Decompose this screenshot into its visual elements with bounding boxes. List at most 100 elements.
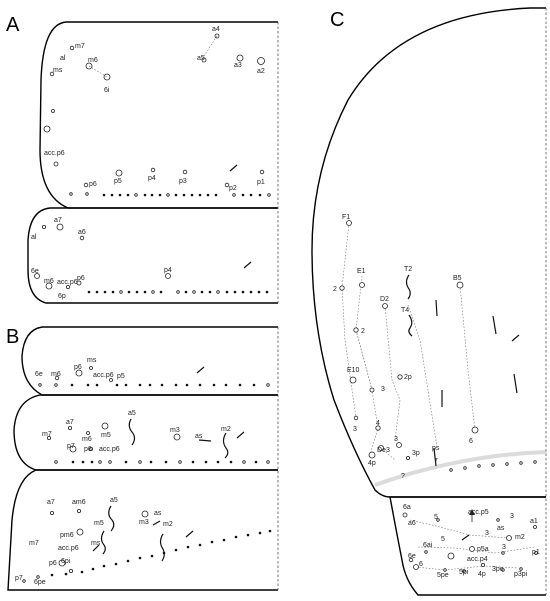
- seta: [480, 563, 485, 568]
- label: as: [195, 433, 203, 440]
- label: 3: [394, 436, 398, 443]
- sensillum: [128, 418, 136, 446]
- seta: [77, 508, 82, 513]
- seta: [43, 125, 51, 133]
- panel-c-letter: C: [330, 9, 344, 31]
- label: a5: [110, 497, 118, 504]
- label: p6: [74, 364, 82, 371]
- seta-row-c: [449, 460, 537, 472]
- seta: [86, 431, 90, 435]
- label: p1: [257, 179, 265, 186]
- seta: [54, 375, 60, 381]
- panel-b-letter: B: [6, 326, 19, 348]
- label: 6e: [35, 371, 43, 378]
- seta: [53, 161, 59, 167]
- label: T4: [401, 307, 409, 314]
- seta: [69, 445, 77, 453]
- label: 3: [381, 386, 385, 393]
- label: al: [60, 55, 66, 62]
- seta: [375, 425, 381, 431]
- label: De3: [377, 447, 390, 454]
- label: 6a: [403, 504, 411, 511]
- sensillum: [229, 164, 238, 172]
- label: p2: [229, 185, 237, 192]
- label: pm6: [60, 532, 74, 539]
- label: a6: [78, 229, 86, 236]
- seta: [79, 235, 85, 241]
- panel-b-segment-2: [13, 394, 278, 471]
- sensillum: [198, 439, 212, 442]
- label: m6: [82, 436, 92, 443]
- label: 3p: [412, 450, 420, 457]
- label: a7: [54, 217, 62, 224]
- label: acc.p5: [468, 509, 489, 516]
- seta: [346, 220, 352, 226]
- sensillum: [433, 447, 437, 467]
- seta: [68, 425, 73, 430]
- label: p5: [114, 178, 122, 185]
- seta: [339, 285, 345, 291]
- sensillum: [92, 544, 100, 552]
- seta: [89, 366, 93, 370]
- seta: [369, 387, 375, 393]
- label: a1: [530, 518, 538, 525]
- label: 6pe: [34, 579, 46, 586]
- label: m7: [42, 431, 52, 438]
- label: a5: [197, 55, 205, 62]
- seta: [150, 167, 156, 173]
- seta-row-a-upper: [69, 192, 271, 197]
- seta: [413, 564, 419, 570]
- panel-c-neck-outline: [389, 496, 546, 596]
- label: m7: [75, 43, 85, 50]
- label: 4: [376, 420, 380, 427]
- sensillum: [513, 373, 518, 394]
- seta: [83, 182, 89, 188]
- label: al: [31, 234, 37, 241]
- label: ?: [401, 473, 405, 480]
- label: 5pi: [459, 569, 469, 576]
- label: ms: [53, 67, 63, 74]
- seta-row-b1: [38, 383, 270, 387]
- sensillum: [243, 261, 252, 269]
- sensillum: [222, 432, 229, 459]
- label: 6ai: [423, 542, 433, 549]
- seta: [201, 57, 207, 63]
- seta: [66, 284, 71, 289]
- label: a6: [408, 520, 416, 527]
- seta: [447, 552, 455, 560]
- sensillum: [492, 315, 497, 335]
- seta: [471, 426, 479, 434]
- label: 3: [353, 426, 357, 433]
- seta: [533, 525, 537, 529]
- label: a5: [128, 410, 136, 417]
- label: acc.p6: [58, 545, 79, 552]
- label: a2: [257, 68, 265, 75]
- label: a7: [66, 419, 74, 426]
- panel-a: A: [6, 14, 279, 304]
- label: as: [154, 510, 162, 517]
- panel-b-segment-1: [21, 326, 278, 396]
- label: a3: [234, 62, 242, 69]
- sensillum: [185, 530, 194, 538]
- connector: [409, 519, 509, 539]
- label: m2: [163, 521, 173, 528]
- seta: [396, 442, 402, 448]
- label: am6: [72, 499, 86, 506]
- sensillum: [152, 520, 161, 526]
- connector: [88, 65, 108, 78]
- label: 3: [510, 513, 514, 520]
- seta: [382, 303, 388, 309]
- sensillum: [461, 534, 470, 541]
- label: p4: [148, 175, 156, 182]
- seta: [69, 45, 75, 51]
- panel-c: C: [311, 7, 547, 596]
- seta: [101, 422, 109, 430]
- label: p3: [179, 178, 187, 185]
- seta: [173, 433, 181, 441]
- seta: [75, 369, 83, 377]
- seta: [76, 280, 82, 286]
- seta: [51, 109, 55, 113]
- label: p5a: [477, 546, 489, 553]
- seta: [368, 451, 376, 459]
- seta: [378, 445, 384, 451]
